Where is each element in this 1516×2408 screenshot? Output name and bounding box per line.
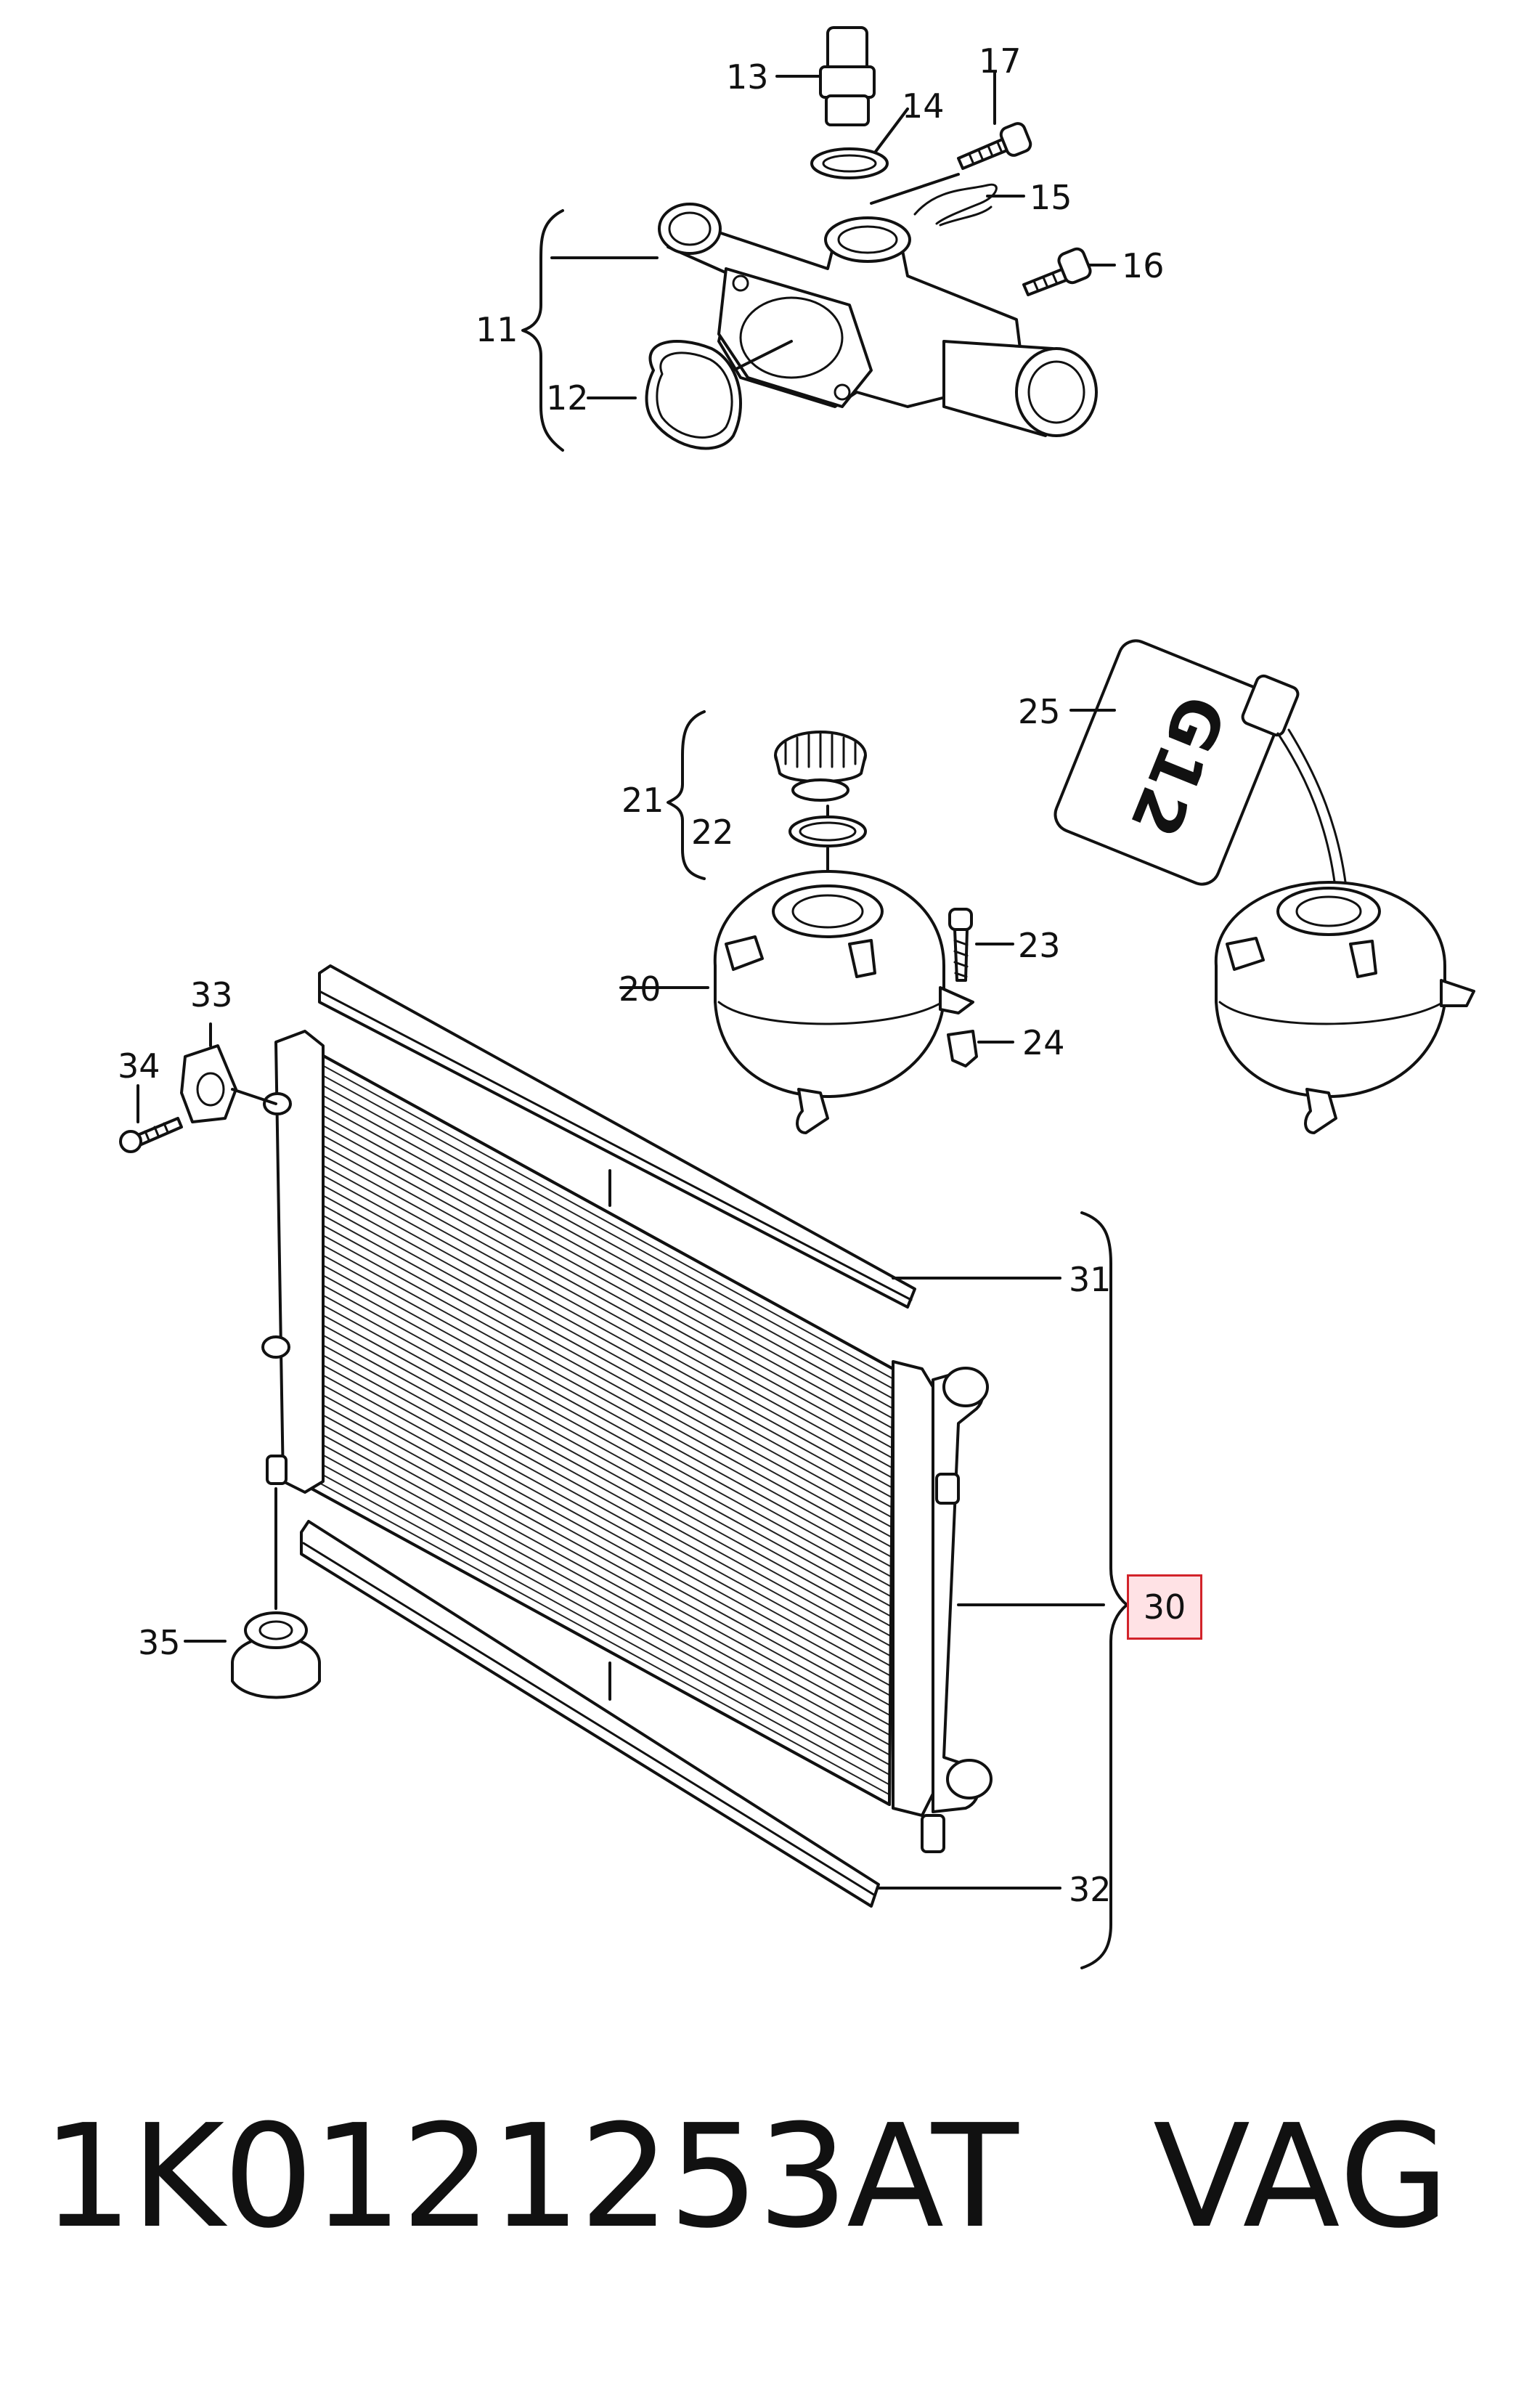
radiator-fin-line xyxy=(304,1134,893,1459)
coolant-flange-group xyxy=(521,26,1116,452)
radiator-fin-line xyxy=(304,1394,891,1717)
radiator-fin-line xyxy=(304,1174,893,1499)
callout-34: 34 xyxy=(118,1046,160,1086)
radiator-fin-line xyxy=(304,1094,893,1420)
radiator-fin-line xyxy=(304,1234,892,1558)
radiator-fin-line xyxy=(304,1065,894,1390)
radiator-fin-line xyxy=(304,1294,892,1617)
callout-11: 11 xyxy=(476,310,518,349)
callout-30: 30 xyxy=(1143,1587,1186,1627)
radiator-fin-line xyxy=(304,1444,890,1766)
radiator-fin-line xyxy=(304,1464,890,1786)
coolant-bottle-part: G12 xyxy=(1054,639,1300,886)
radiator-fins xyxy=(304,1054,894,1796)
radiator-fin-line xyxy=(304,1424,891,1746)
radiator-fin-line xyxy=(304,1274,892,1598)
clip-part xyxy=(947,1030,978,1067)
radiator-fin-line xyxy=(304,1144,893,1469)
radiator-fin-line xyxy=(304,1304,892,1627)
grommet-part xyxy=(231,1487,321,1699)
bolt-part xyxy=(1022,247,1092,296)
radiator-fin-line xyxy=(304,1314,892,1638)
callout-24: 24 xyxy=(1022,1023,1065,1062)
radiator-fin-line xyxy=(304,1214,892,1538)
callout-17: 17 xyxy=(979,41,1022,81)
radiator-fin-line xyxy=(304,1364,891,1687)
radiator-fin-line xyxy=(304,1155,893,1478)
callout-15: 15 xyxy=(1030,178,1072,217)
rubber-mount-part xyxy=(180,1044,277,1123)
radiator-group xyxy=(119,964,1128,1969)
callout-14: 14 xyxy=(902,86,945,126)
callout-13: 13 xyxy=(726,57,769,97)
radiator-fin-line xyxy=(304,1254,892,1578)
radiator-fin-line xyxy=(304,1105,893,1429)
callout-25: 25 xyxy=(1018,692,1061,731)
radiator-fin-line xyxy=(304,1184,892,1508)
part-number: 1K0121253AT xyxy=(42,2094,1019,2260)
o-ring-part xyxy=(810,147,889,179)
seal-part xyxy=(913,183,998,227)
callout-21: 21 xyxy=(622,781,664,820)
callout-32: 32 xyxy=(1069,1870,1112,1909)
screw-part xyxy=(948,908,973,982)
reservoir-cap-part xyxy=(774,731,867,802)
radiator-fin-line xyxy=(304,1085,894,1410)
callout-16: 16 xyxy=(1122,246,1165,285)
bolt-part xyxy=(957,122,1032,170)
radiator-fin-line xyxy=(304,1474,890,1796)
radiator-fin-line xyxy=(304,1354,891,1677)
radiator-fin-line xyxy=(304,1434,891,1756)
radiator-fin-line xyxy=(304,1404,891,1726)
radiator-fin-line xyxy=(304,1224,892,1548)
radiator-fin-line xyxy=(304,1374,891,1696)
callout-20: 20 xyxy=(619,969,661,1009)
temperature-sensor-part xyxy=(819,26,876,126)
radiator-fin-line xyxy=(304,1414,891,1736)
highlighted-callout-30[interactable]: 30 xyxy=(1127,1574,1202,1640)
radiator-part xyxy=(261,1030,993,1853)
radiator-fin-line xyxy=(304,1195,892,1518)
callout-33: 33 xyxy=(190,975,233,1014)
callout-12: 12 xyxy=(546,378,589,418)
expansion-tank-part xyxy=(713,870,974,1134)
callout-23: 23 xyxy=(1018,926,1061,965)
gasket-part xyxy=(645,340,742,450)
radiator-fin-line xyxy=(304,1205,892,1529)
radiator-fin-line xyxy=(304,1384,891,1707)
radiator-fin-line xyxy=(304,1344,892,1667)
expansion-tank-part xyxy=(1214,881,1475,1134)
callout-22: 22 xyxy=(691,813,734,852)
radiator-fin-line xyxy=(304,1165,893,1489)
brand-name: VAG xyxy=(1153,2094,1451,2260)
radiator-fin-line xyxy=(304,1054,894,1380)
o-ring-part xyxy=(788,815,867,847)
radiator-fin-line xyxy=(304,1334,892,1657)
screw-part xyxy=(119,1117,183,1153)
radiator-fin-line xyxy=(304,1264,892,1587)
radiator-fin-line xyxy=(304,1115,893,1439)
radiator-fin-line xyxy=(304,1325,892,1647)
callout-labels: 13 14 17 15 16 11 12 25 21 22 23 20 24 3… xyxy=(118,41,1165,1909)
radiator-fin-line xyxy=(304,1285,892,1608)
radiator-fin-line xyxy=(304,1075,894,1399)
callout-31: 31 xyxy=(1069,1260,1112,1299)
coolant-bottle-group: G12 xyxy=(1054,639,1475,1134)
upper-seal-strip-part xyxy=(318,964,916,1309)
callout-35: 35 xyxy=(138,1623,181,1662)
radiator-fin-line xyxy=(304,1454,890,1776)
radiator-fin-line xyxy=(304,1245,892,1568)
radiator-fin-line xyxy=(304,1125,893,1449)
expansion-tank-group xyxy=(619,710,1014,1134)
